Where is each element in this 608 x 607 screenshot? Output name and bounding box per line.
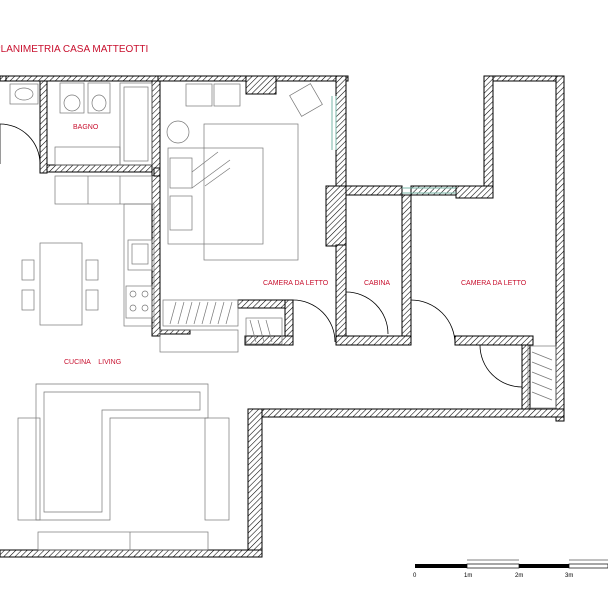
scale-tick-0: 0 <box>413 573 417 579</box>
doors <box>0 123 523 388</box>
plan-title: PLANIMETRIA CASA MATTEOTTI <box>0 44 148 55</box>
furniture <box>9 82 557 551</box>
scale-tick-2: 2m <box>515 573 523 579</box>
label-cucina-living: CUCINA LIVING <box>64 359 121 366</box>
label-camera-1: CAMERA DA LETTO <box>263 280 329 287</box>
scale-bar: 0 1m 2m 3m <box>413 559 608 579</box>
label-camera-2: CAMERA DA LETTO <box>461 280 527 287</box>
walls <box>0 75 565 558</box>
windows <box>331 96 456 194</box>
label-bagno: BAGNO <box>73 124 99 131</box>
scale-tick-1: 1m <box>464 573 472 579</box>
scale-tick-3: 3m <box>565 573 573 579</box>
room-labels: BAGNO CAMERA DA LETTO CABINA CAMERA DA L… <box>64 124 527 366</box>
label-cabina: CABINA <box>364 280 390 287</box>
hanger-rack <box>169 301 233 325</box>
